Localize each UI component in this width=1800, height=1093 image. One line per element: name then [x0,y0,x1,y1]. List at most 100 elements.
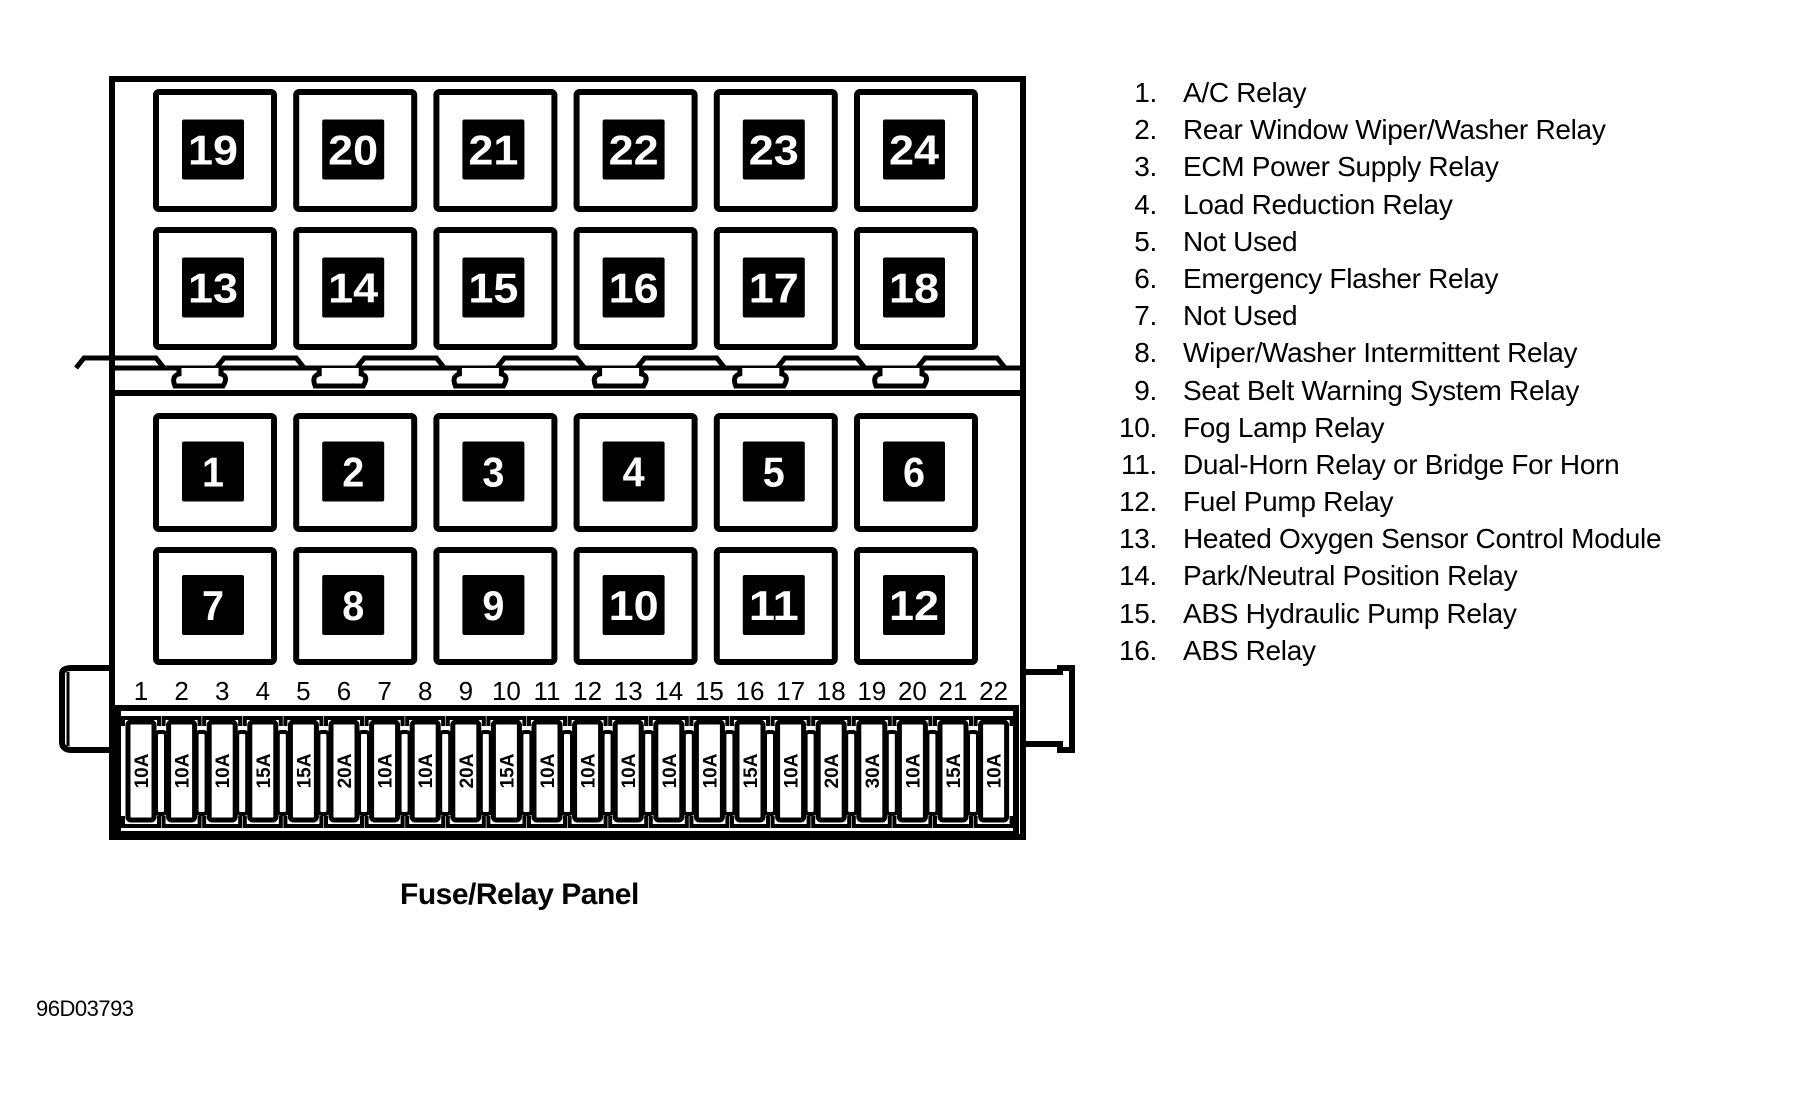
fuse-rating: 10A [985,753,1006,788]
legend-label: Dual-Horn Relay or Bridge For Horn [1183,448,1620,480]
fuse-rating: 15A [741,753,762,788]
legend-number: 15. [1118,597,1157,629]
legend-label: Fuel Pump Relay [1183,486,1394,518]
legend-label: Wiper/Washer Intermittent Relay [1183,337,1578,369]
fuse-number: 4 [256,676,270,706]
legend-label: Park/Neutral Position Relay [1183,560,1518,592]
legend-label: ABS Relay [1183,634,1316,666]
legend-number: 4. [1134,188,1157,220]
relay-socket: 20 [293,89,418,212]
relay-number-badge [883,257,945,318]
fuse-rating: 20A [335,753,356,788]
fuse[interactable]: 20A [811,716,852,828]
relay-number: 11 [749,582,799,629]
relay-number-badge [602,119,665,180]
fuse[interactable]: 10A [364,716,405,828]
fuse[interactable]: 10A [567,716,608,828]
legend-label: A/C Relay [1183,77,1307,108]
fuse[interactable]: 15A [933,716,973,828]
legend-label: Heated Oxygen Sensor Control Module [1183,523,1662,555]
fuse-rating: 10A [538,753,559,788]
legend-label: ABS Hydraulic Pump Relay [1183,597,1517,629]
relay-number: 21 [468,127,518,174]
relay-socket: 12 [854,547,978,665]
left-mounting-tab [59,665,112,753]
fuse[interactable]: 20A [324,716,364,828]
panel-divider-strip [74,355,1023,396]
relay-number-badge [462,575,525,635]
fuse[interactable]: 15A [730,716,770,828]
legend-number: 5. [1134,225,1157,257]
fuse-number: 9 [459,676,473,706]
relay-socket: 3 [433,413,558,532]
relay-number: 20 [328,127,378,174]
fuse-rating: 15A [294,753,315,788]
fuse-number: 1 [134,676,148,706]
fuse-rating: 15A [254,753,275,788]
fuse-rating: 10A [173,753,194,788]
fuse[interactable]: 10A [161,716,202,828]
fuse-number: 13 [614,676,643,706]
relay-socket: 24 [854,89,978,212]
relay-number: 3 [482,449,504,496]
legend-number: 10. [1118,411,1157,443]
fuse[interactable]: 10A [648,716,689,828]
fuse[interactable]: 10A [608,716,649,828]
fuse[interactable]: 10A [973,716,1014,828]
fuse[interactable]: 10A [689,716,730,828]
relay-number-badge [742,257,805,318]
legend-number: 8. [1134,337,1157,369]
relay-socket: 23 [713,89,838,212]
relay-number: 1 [202,449,224,496]
fuse[interactable]: 10A [202,716,243,828]
legend-label: Fog Lamp Relay [1183,411,1385,443]
fuse[interactable]: 10A [892,716,933,828]
fuse-number: 3 [215,676,229,706]
diagram-caption: Fuse/Relay Panel [400,878,639,911]
relay-number-badge [742,575,805,635]
relay-number: 4 [623,449,646,496]
fuse-number: 15 [695,676,724,706]
relay-number-badge [182,575,244,635]
relay-number-badge [182,441,244,502]
legend-label: ECM Power Supply Relay [1183,151,1499,183]
fuse[interactable]: 10A [527,716,567,828]
fuse[interactable]: 10A [770,716,811,828]
relay-socket: 7 [153,547,277,665]
fuse[interactable]: 20A [445,716,486,828]
fuse[interactable]: 15A [283,716,324,828]
relay-number-badge [182,257,244,318]
fuse-rating: 10A [376,753,397,788]
relay-number: 2 [342,449,364,496]
fuse-number: 5 [296,676,310,706]
relay-socket: 17 [713,227,838,350]
relay-number: 8 [342,582,364,629]
relay-number-badge [322,575,385,635]
relay-number: 18 [889,265,939,312]
fuse[interactable]: 10A [405,716,446,828]
relay-number-badge [883,119,945,180]
fuse-rating: 10A [132,753,153,788]
legend-number: 13. [1118,523,1157,555]
relay-socket: 6 [854,413,978,532]
fuse[interactable]: 15A [486,716,527,828]
relay-number: 12 [889,582,939,629]
relay-number: 7 [202,582,224,629]
relay-number-badge [602,257,665,318]
fuse-number: 10 [492,676,521,706]
relay-socket: 8 [293,547,418,665]
relay-number-badge [462,257,525,318]
fuse[interactable]: 15A [242,716,283,828]
relay-number-badge [883,441,945,502]
fuse-number: 11 [534,676,561,706]
legend-number: 11. [1121,448,1157,480]
legend-label: Emergency Flasher Relay [1183,262,1499,294]
fuse[interactable]: 10A [121,716,161,828]
relay-socket: 9 [433,547,558,665]
relay-socket: 15 [433,227,558,350]
relay-number: 14 [328,265,379,312]
fuse[interactable]: 30A [851,716,892,828]
fuse-number: 21 [939,676,968,706]
